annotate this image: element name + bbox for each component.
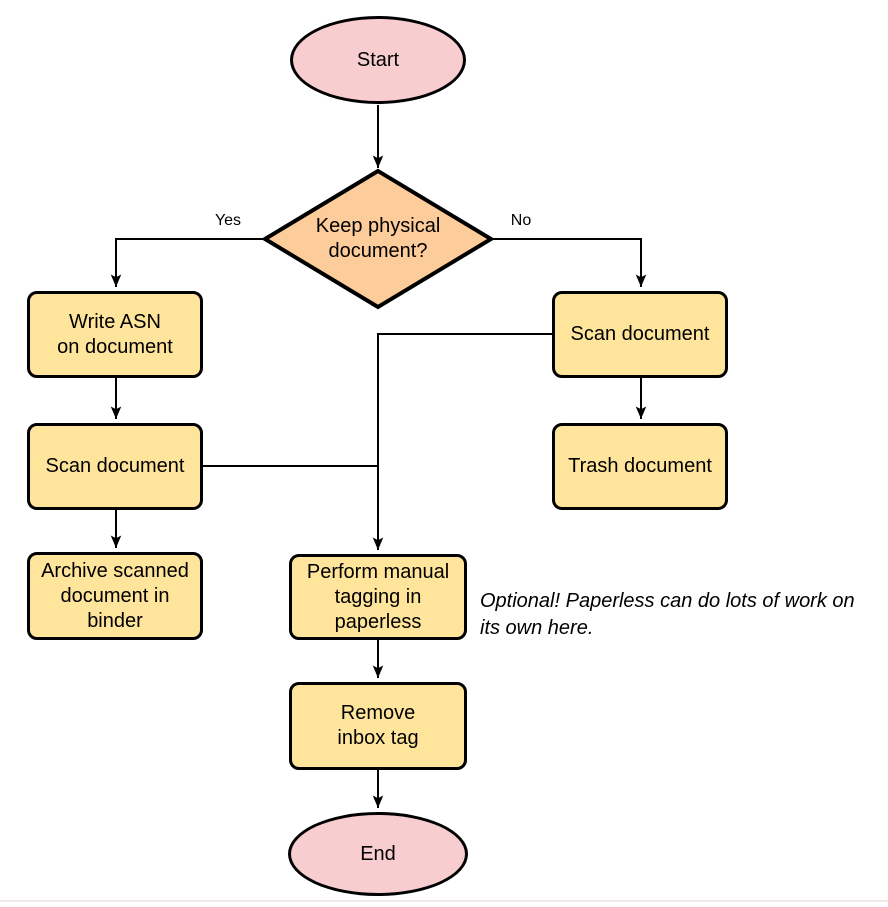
node-remove-inbox-tag-label: Remove inbox tag: [337, 702, 419, 749]
node-scan-document-left: Scan document: [27, 423, 203, 510]
node-scan-document-right: Scan document: [552, 291, 728, 378]
node-manual-tagging-label: Perform manual tagging in paperless: [306, 560, 450, 633]
node-manual-tagging: Perform manual tagging in paperless: [289, 554, 467, 640]
node-start: Start: [290, 16, 466, 104]
node-scan-document-left-label: Scan document: [45, 455, 185, 477]
node-archive-in-binder: Archive scanned document in binder: [27, 552, 203, 640]
edge-label-no-text: No: [510, 212, 532, 229]
node-decision: Keep physical document?: [268, 206, 488, 272]
optional-note: Optional! Paperless can do lots of work …: [480, 590, 855, 639]
node-write-asn: Write ASN on document: [27, 291, 203, 378]
node-trash-document-label: Trash document: [568, 455, 712, 477]
edge-decision-to-scan-right: [491, 238, 647, 287]
node-remove-inbox-tag: Remove inbox tag: [289, 682, 467, 770]
node-end-label: End: [360, 842, 396, 865]
node-write-asn-label: Write ASN on document: [57, 310, 173, 358]
node-scan-document-right-label: Scan document: [570, 323, 710, 345]
edge-label-no: No: [491, 210, 551, 232]
edge-label-yes: Yes: [198, 210, 258, 232]
page-bottom-border: [0, 900, 888, 902]
node-trash-document: Trash document: [552, 423, 728, 510]
node-end: End: [288, 812, 468, 896]
node-decision-label: Keep physical document?: [315, 215, 441, 262]
edge-decision-to-write-asn: [110, 238, 265, 287]
decision-diamond-shape: [261, 168, 495, 310]
edge-scan-right-to-tagging: [372, 333, 552, 550]
edge-label-yes-text: Yes: [214, 212, 242, 229]
node-start-label: Start: [356, 48, 400, 71]
node-archive-in-binder-label: Archive scanned document in binder: [41, 559, 189, 632]
